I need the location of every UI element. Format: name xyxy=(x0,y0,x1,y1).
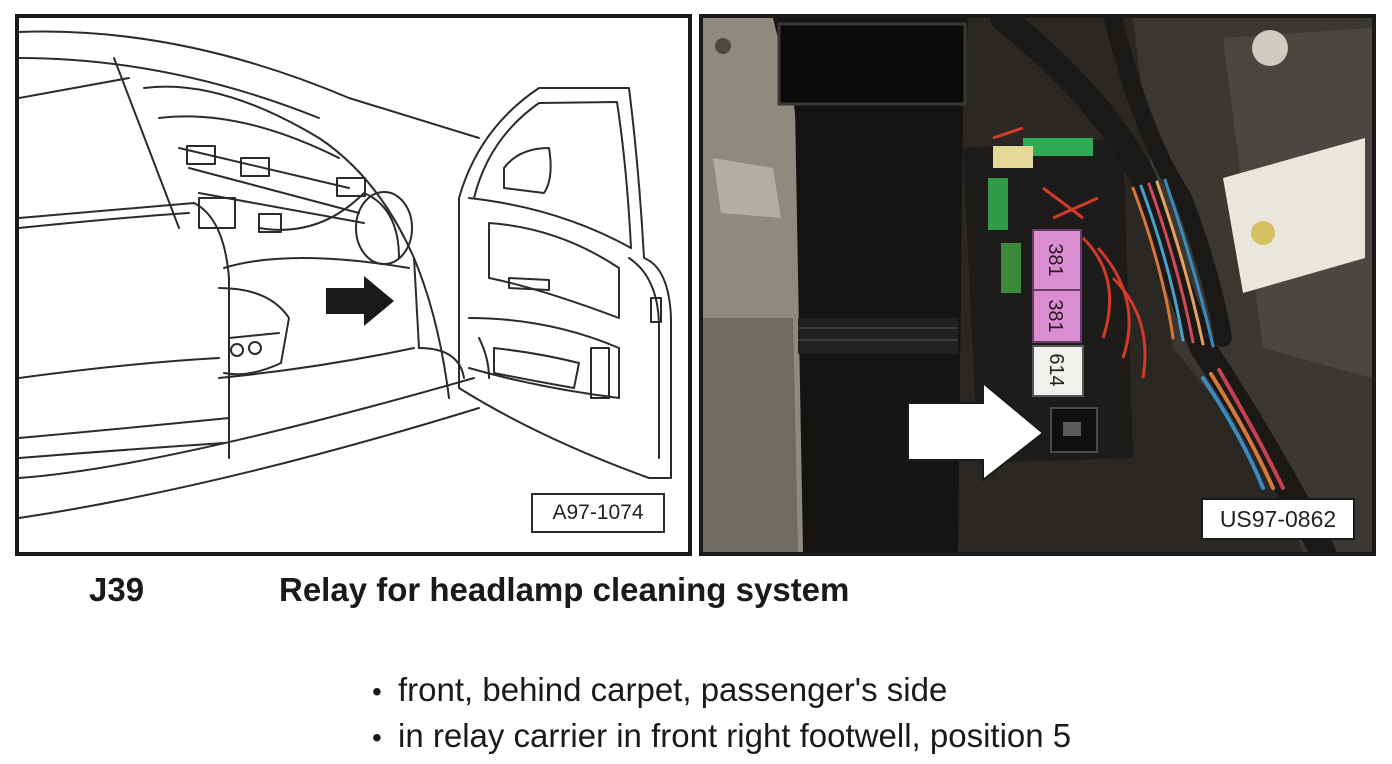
location-text: front, behind carpet, passenger's side xyxy=(398,671,948,708)
relay-label-1: 381 xyxy=(1044,243,1066,276)
relay-label-3: 614 xyxy=(1045,353,1067,386)
relay-carrier-photo-panel: 381 381 614 US97-0862 xyxy=(699,14,1376,556)
component-description: Relay for headlamp cleaning system xyxy=(279,571,850,608)
bullet-icon: • xyxy=(372,722,382,753)
component-code: J39 xyxy=(89,571,145,608)
car-door-illustration xyxy=(19,30,672,519)
list-item: • in relay carrier in front right footwel… xyxy=(372,714,1071,760)
bullet-icon: • xyxy=(372,676,382,707)
figure-id-label-left: A97-1074 xyxy=(531,493,665,533)
location-text: in relay carrier in front right footwell… xyxy=(398,717,1072,754)
figure-id-label-right: US97-0862 xyxy=(1201,498,1355,540)
relay-label-2: 381 xyxy=(1044,299,1066,332)
list-item: • front, behind carpet, passenger's side xyxy=(372,668,1071,714)
relay-carrier-photo: 381 381 614 xyxy=(703,18,1372,552)
location-arrow-icon xyxy=(326,276,394,326)
location-arrow-icon xyxy=(907,380,1045,483)
door-illustration-panel: A97-1074 xyxy=(15,14,692,556)
location-list: •front, behind carpet, passenger's side … xyxy=(372,668,1071,760)
